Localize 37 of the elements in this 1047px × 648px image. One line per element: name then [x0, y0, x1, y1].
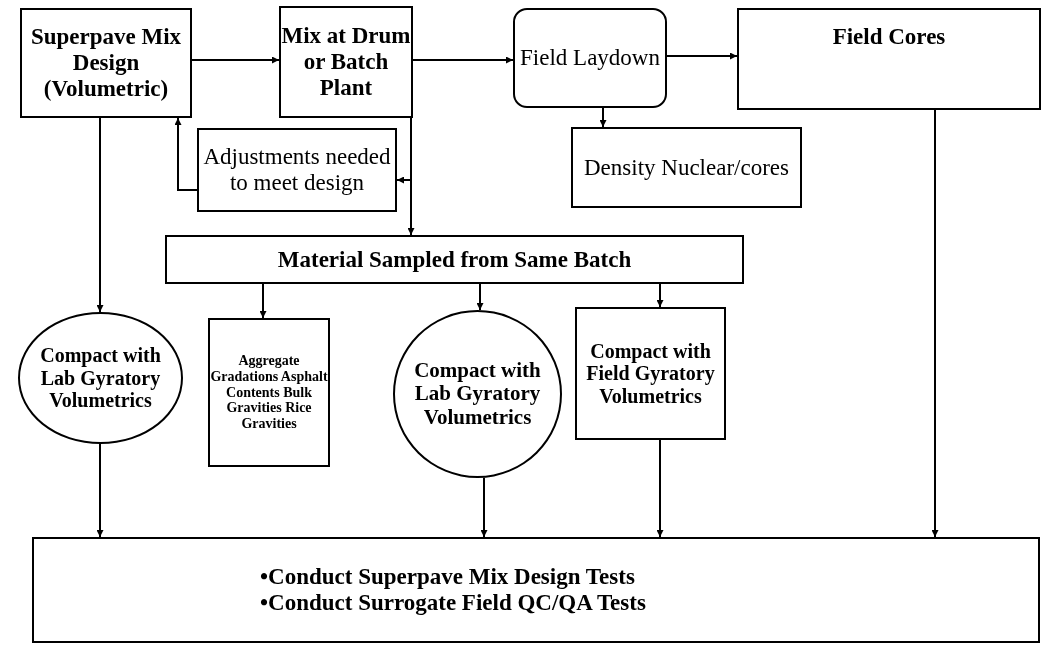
rounded-process-box [513, 8, 667, 108]
arrow [476, 283, 484, 312]
arrow [931, 109, 939, 538]
process-box [208, 318, 330, 467]
process-box [737, 8, 1041, 110]
arrow [407, 117, 415, 236]
arrow [412, 56, 514, 64]
process-box [571, 127, 802, 208]
arrow [191, 56, 280, 64]
process-box [32, 537, 1040, 643]
arrow [656, 439, 664, 538]
node-text: Adjustments needed to meet design [202, 144, 392, 196]
node-text: Material Sampled from Same Batch [277, 246, 632, 273]
node-text: •Conduct Surrogate Field QC/QA Tests [260, 590, 646, 616]
node-text: Compact with Lab Gyratory Volumetrics [39, 344, 162, 412]
node-text: Field Laydown [520, 45, 660, 71]
node-text: Superpave Mix Design (Volumetric) [29, 24, 183, 102]
node-text: Compact with Lab Gyratory Volumetrics [413, 358, 542, 430]
arrow [96, 443, 104, 538]
process-box [20, 8, 192, 118]
arrow [259, 283, 267, 319]
node-text: Density Nuclear/cores [584, 154, 789, 181]
node-text: Aggregate Gradations Asphalt Contents Bulk Gravities Rice Gravities [210, 353, 328, 432]
arrow [656, 283, 664, 308]
process-box [279, 6, 413, 118]
process-box [165, 235, 744, 284]
arrow [599, 107, 607, 128]
arrow [480, 476, 488, 538]
arrow [96, 117, 104, 313]
node-text: •Conduct Superpave Mix Design Tests [260, 564, 635, 590]
node-text: Mix at Drum or Batch Plant [281, 23, 411, 101]
process-box [197, 128, 397, 212]
arrow [174, 117, 198, 191]
node-text: Field Cores [832, 24, 946, 50]
process-box [575, 307, 726, 440]
arrow [666, 52, 738, 60]
node-text: Compact with Field Gyratory Volumetrics [585, 339, 716, 408]
